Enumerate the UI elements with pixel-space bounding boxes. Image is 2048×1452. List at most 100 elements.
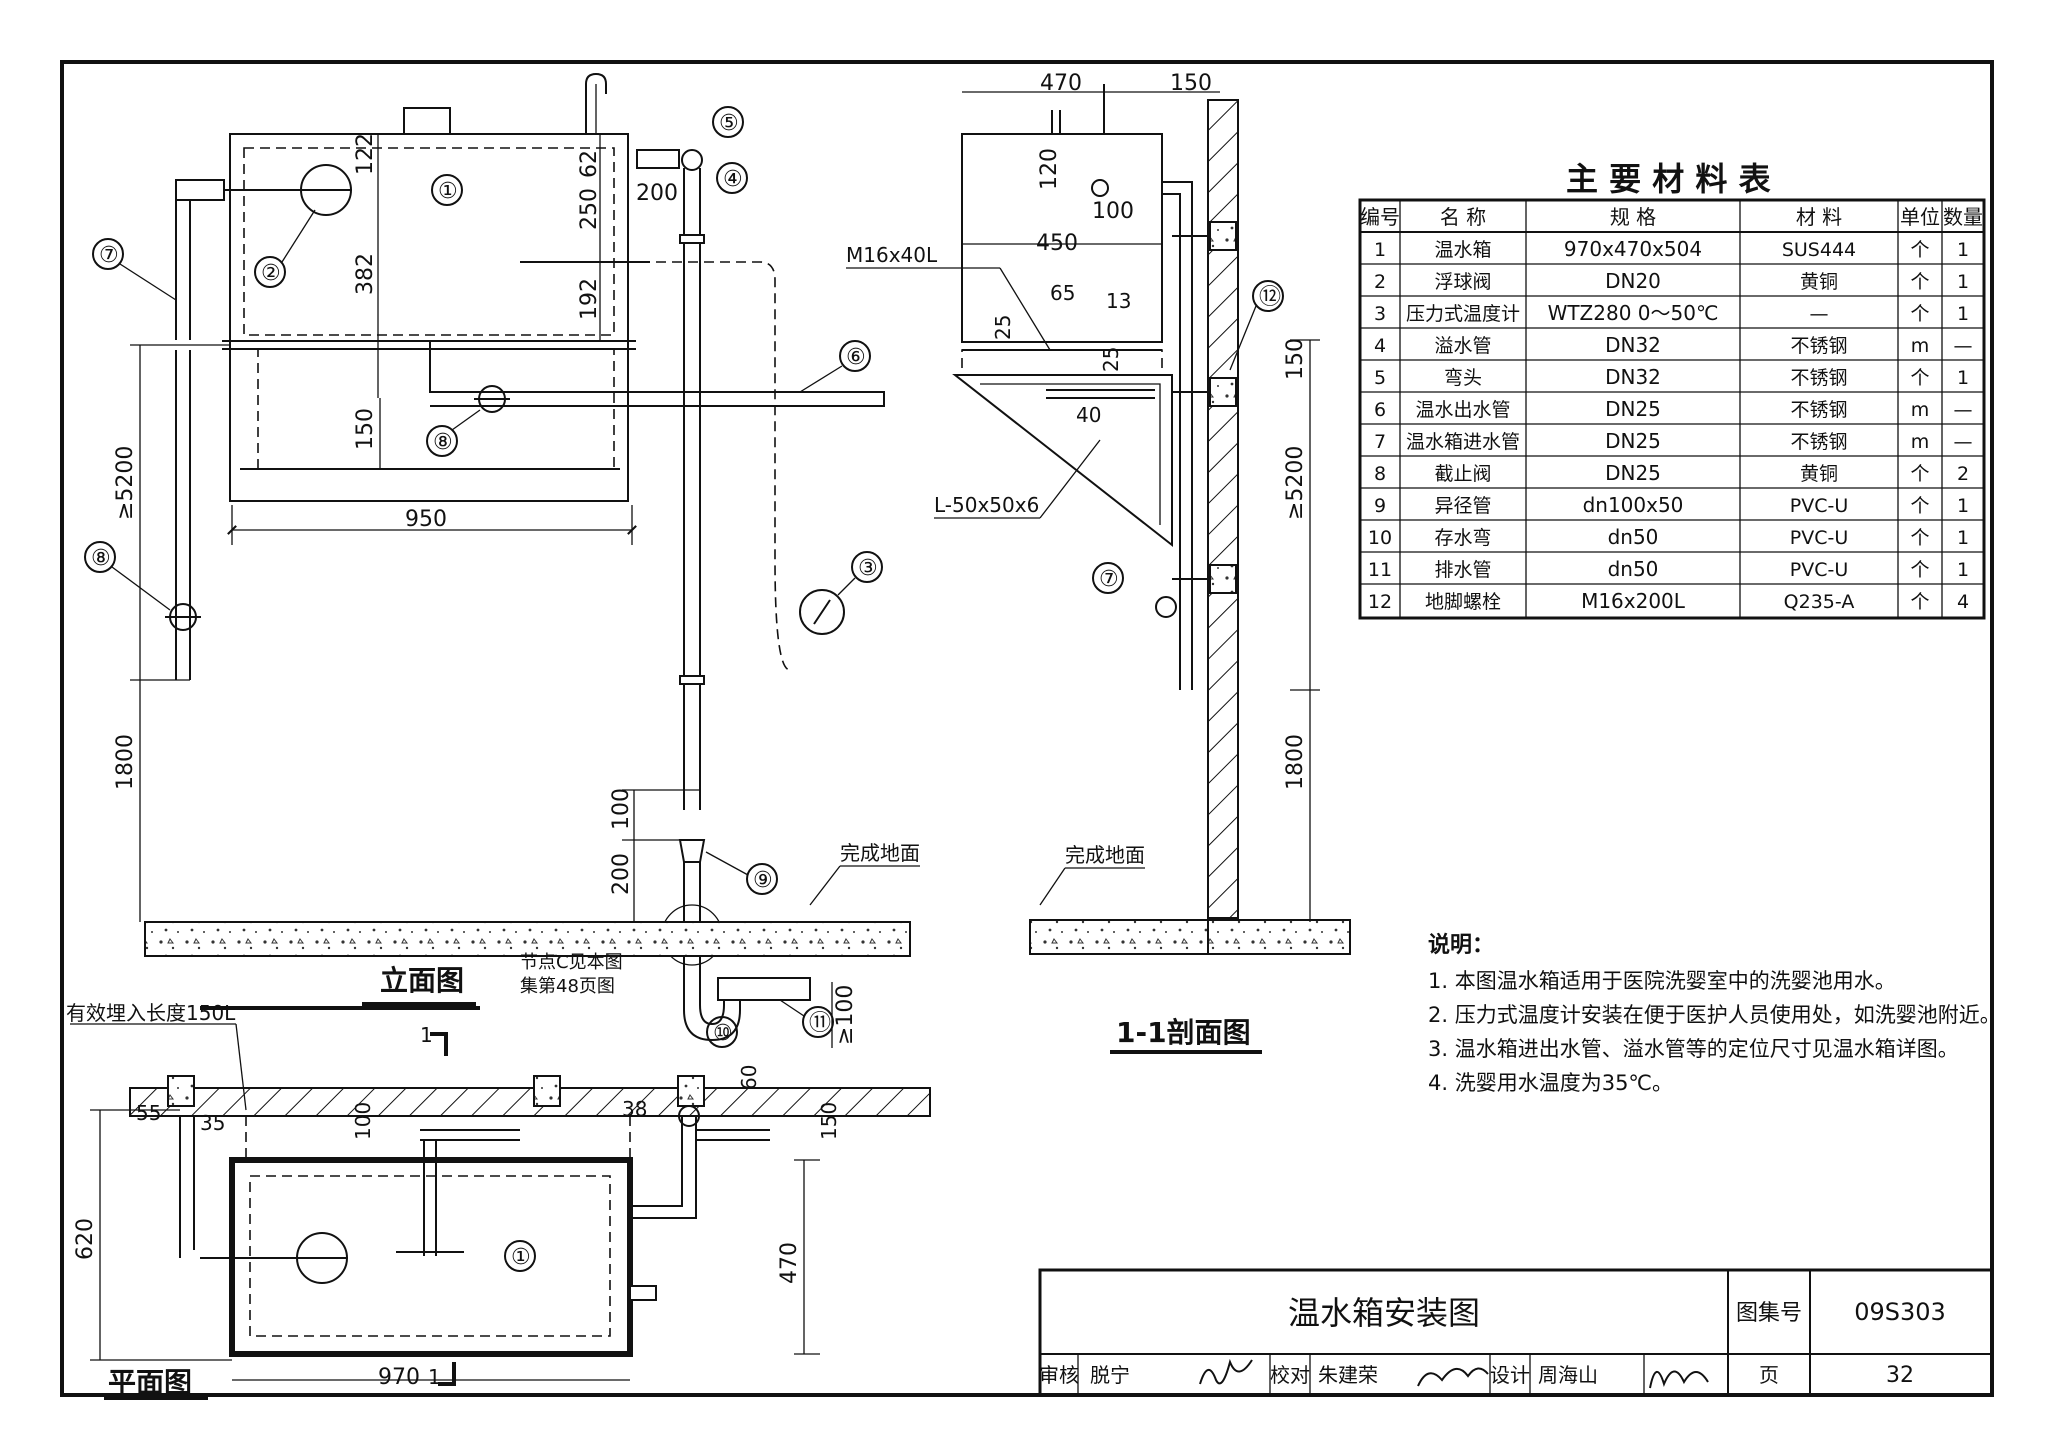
- row-unit: m: [1911, 399, 1930, 421]
- drawing-frame: [60, 60, 1994, 1397]
- row-spec: DN32: [1605, 365, 1661, 389]
- row-material: 不锈钢: [1790, 335, 1847, 357]
- checker-name: 朱建荣: [1318, 1363, 1378, 1387]
- sec-dim-40: 40: [1076, 403, 1101, 427]
- page-no: 32: [1886, 1363, 1914, 1388]
- plan-dim-35: 35: [200, 1111, 225, 1135]
- row-spec: WTZ280 0～50℃: [1548, 301, 1719, 325]
- design-label: 设计: [1490, 1363, 1530, 1387]
- row-qty: 1: [1957, 271, 1969, 293]
- row-no: 9: [1374, 495, 1386, 517]
- section-tank: [961, 133, 1163, 343]
- elevation-floor-label: 完成地面: [840, 841, 920, 865]
- row-spec: dn50: [1608, 557, 1659, 581]
- row-name: 温水箱进水管: [1406, 431, 1520, 453]
- dim-382: 382: [353, 253, 378, 295]
- row-qty: —: [1954, 335, 1973, 357]
- callout-8b: ⑧: [91, 546, 111, 571]
- plan-callout-1: ①: [511, 1245, 531, 1270]
- floor-slab: [144, 921, 911, 957]
- row-qty: 1: [1957, 495, 1969, 517]
- header-name: 名 称: [1440, 205, 1486, 229]
- plan-dim-970: 970: [378, 1365, 420, 1390]
- check-label: 校对: [1270, 1363, 1310, 1387]
- row-spec: dn50: [1608, 525, 1659, 549]
- row-name: 浮球阀: [1434, 271, 1491, 293]
- row-no: 10: [1368, 527, 1392, 549]
- row-qty: 1: [1957, 239, 1969, 261]
- elbow-icon: [681, 149, 703, 171]
- row-material: 不锈钢: [1790, 431, 1847, 453]
- note-2: 2. 压力式温度计安装在便于医护人员使用处，如洗婴池附近。: [1428, 1003, 2001, 1027]
- dim-250: 250: [577, 188, 602, 230]
- sec-dim-65: 65: [1050, 281, 1075, 305]
- node-note-2: 集第48页图: [520, 976, 615, 997]
- row-qty: 4: [1957, 591, 1969, 613]
- row-name: 弯头: [1444, 367, 1482, 389]
- dim-122: 122: [353, 133, 378, 175]
- row-no: 1: [1374, 239, 1386, 261]
- row-no: 3: [1374, 303, 1386, 325]
- header-material: 材 料: [1796, 205, 1842, 229]
- header-qty: 数量: [1943, 205, 1983, 229]
- dim-5200: ≥5200: [113, 446, 138, 520]
- row-unit: m: [1911, 431, 1930, 453]
- materials-header: 编号 名 称 规 格 材 料 单位 数量: [1360, 205, 1983, 229]
- note-4: 4. 洗婴用水温度为35℃。: [1428, 1071, 1673, 1095]
- row-qty: 1: [1957, 367, 1969, 389]
- row-unit: 个: [1910, 271, 1929, 293]
- note-1: 1. 本图温水箱适用于医院洗婴室中的洗婴池用水。: [1428, 969, 1896, 993]
- node-note-1: 节点C见本图: [520, 952, 623, 973]
- callout-1: ①: [438, 179, 458, 204]
- row-spec: DN25: [1605, 429, 1661, 453]
- row-spec: M16x200L: [1581, 589, 1686, 613]
- row-no: 6: [1374, 399, 1386, 421]
- row-material: 不锈钢: [1790, 367, 1847, 389]
- row-qty: 1: [1957, 559, 1969, 581]
- row-material: PVC-U: [1790, 559, 1848, 581]
- sec-dim-100: 100: [1092, 199, 1134, 224]
- row-unit: 个: [1910, 367, 1929, 389]
- row-unit: m: [1911, 335, 1930, 357]
- row-unit: 个: [1910, 495, 1929, 517]
- row-unit: 个: [1910, 303, 1929, 325]
- header-no: 编号: [1360, 205, 1400, 229]
- row-material: PVC-U: [1790, 527, 1848, 549]
- row-name: 压力式温度计: [1406, 303, 1520, 325]
- row-qty: —: [1954, 431, 1973, 453]
- section-mark-bottom: 1: [428, 1365, 441, 1389]
- callout-5: ⑤: [719, 111, 739, 136]
- row-name: 温水出水管: [1415, 399, 1510, 421]
- row-spec: DN20: [1605, 269, 1661, 293]
- row-name: 地脚螺栓: [1425, 591, 1501, 613]
- note-3: 3. 温水箱进出水管、溢水管等的定位尺寸见温水箱详图。: [1428, 1037, 1959, 1061]
- row-unit: 个: [1910, 527, 1929, 549]
- designer-signature: [1649, 1370, 1709, 1389]
- checker-signature: [1417, 1367, 1489, 1387]
- callout-4: ④: [723, 167, 743, 192]
- callout-2: ②: [261, 261, 281, 286]
- row-no: 5: [1374, 367, 1386, 389]
- row-no: 7: [1374, 431, 1386, 453]
- row-spec: 970x470x504: [1564, 237, 1702, 261]
- plan-dim-470: 470: [777, 1242, 802, 1284]
- row-no: 8: [1374, 463, 1386, 485]
- review-label: 审核: [1039, 1363, 1079, 1387]
- section-view: [952, 84, 1351, 1054]
- sec-dim-5200: ≥5200: [1283, 446, 1308, 520]
- notes-heading: 说明：: [1428, 932, 1494, 958]
- title-block: [1038, 1268, 1994, 1397]
- section-mark-top: 1: [420, 1023, 433, 1047]
- callout-11: ⑪: [809, 1011, 831, 1036]
- reviewer-signature: [1199, 1358, 1253, 1385]
- elevation-title: 立面图: [380, 964, 464, 997]
- sec-dim-120: 120: [1037, 148, 1062, 190]
- dim-1800: 1800: [113, 734, 138, 790]
- thermometer-icon: [799, 589, 845, 635]
- atlas-no: 09S303: [1854, 1298, 1946, 1326]
- plan-dim-38: 38: [622, 1097, 647, 1121]
- callout-6: ⑥: [846, 345, 866, 370]
- plan-wall: [129, 1087, 931, 1117]
- bolt-label: M16x40L: [846, 243, 938, 267]
